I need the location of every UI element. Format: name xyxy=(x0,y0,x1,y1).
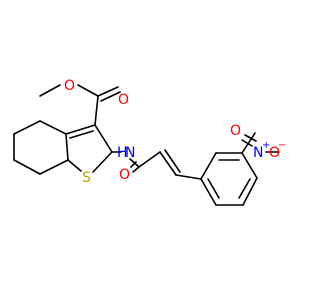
atom-ester-carbonyl-oxygen: O xyxy=(118,92,129,108)
bond-phenyl-c3-c4 xyxy=(241,152,258,179)
atom-nitro-nitrogen: N xyxy=(253,145,263,161)
bond-thiophene-c7a-c3a xyxy=(65,133,69,161)
charge-nitro-minus: − xyxy=(278,140,286,151)
bond-thiophene-c3-c3a xyxy=(65,124,96,135)
bond-thiophene-s-c7a xyxy=(67,159,82,172)
atom-thiophene-sulfur: S xyxy=(82,170,91,186)
bond-vinyl-double xyxy=(164,149,181,173)
atom-amide-hydrogen: H xyxy=(117,145,128,161)
bond-phenyl-c6-c1 xyxy=(200,178,217,206)
bond-ester-carbonyl xyxy=(97,86,119,97)
bond-vinyl-to-phenyl xyxy=(175,174,202,180)
atom-nitro-oxygen-right: O xyxy=(269,145,280,161)
bond-nitro-n-o-top-double xyxy=(241,139,253,147)
bond-phenyl-c1-c2 xyxy=(200,152,217,180)
bond-amide-carbonyl-o xyxy=(132,166,140,173)
bond-ring-c7-c7a xyxy=(39,159,69,175)
bond-vinyl xyxy=(159,151,177,176)
bond-phenyl-inner-b xyxy=(238,178,251,199)
bond-ester-to-thiophene xyxy=(94,95,99,126)
bond-ring-c6-c7 xyxy=(13,159,41,175)
structure-diagram: O O S N H O N + O − O xyxy=(13,78,286,206)
bond-amide-carbonyl-o-double xyxy=(130,161,137,168)
charge-nitro-plus: + xyxy=(262,140,270,151)
bond-nitro-n-o-top xyxy=(244,134,257,142)
bond-methyl-oxygen xyxy=(39,84,61,97)
bond-oxygen-ester-carbon xyxy=(77,84,99,97)
bond-amide-to-vinyl xyxy=(138,151,161,168)
bond-ring-c4-c5 xyxy=(13,120,41,135)
bond-phenyl-c4-c5 xyxy=(242,177,258,206)
atom-ester-methoxy-oxygen: O xyxy=(64,78,75,94)
bond-thiophene-c2-s xyxy=(92,151,113,173)
bond-thiophene-c3-c2 xyxy=(94,124,113,153)
bond-ester-carbonyl-double xyxy=(100,91,121,102)
atom-amide-nitrogen: N xyxy=(125,145,135,161)
bond-phenyl-inner-c xyxy=(207,178,220,199)
atom-amide-carbonyl-oxygen: O xyxy=(119,167,130,183)
bond-thiophene-c3-c3a-inner xyxy=(69,130,94,139)
bond-ring-c3a-c4 xyxy=(39,120,67,135)
molecule-svg: O O S N H O N + O − O xyxy=(13,78,286,206)
atom-nitro-oxygen-top: O xyxy=(230,123,241,139)
